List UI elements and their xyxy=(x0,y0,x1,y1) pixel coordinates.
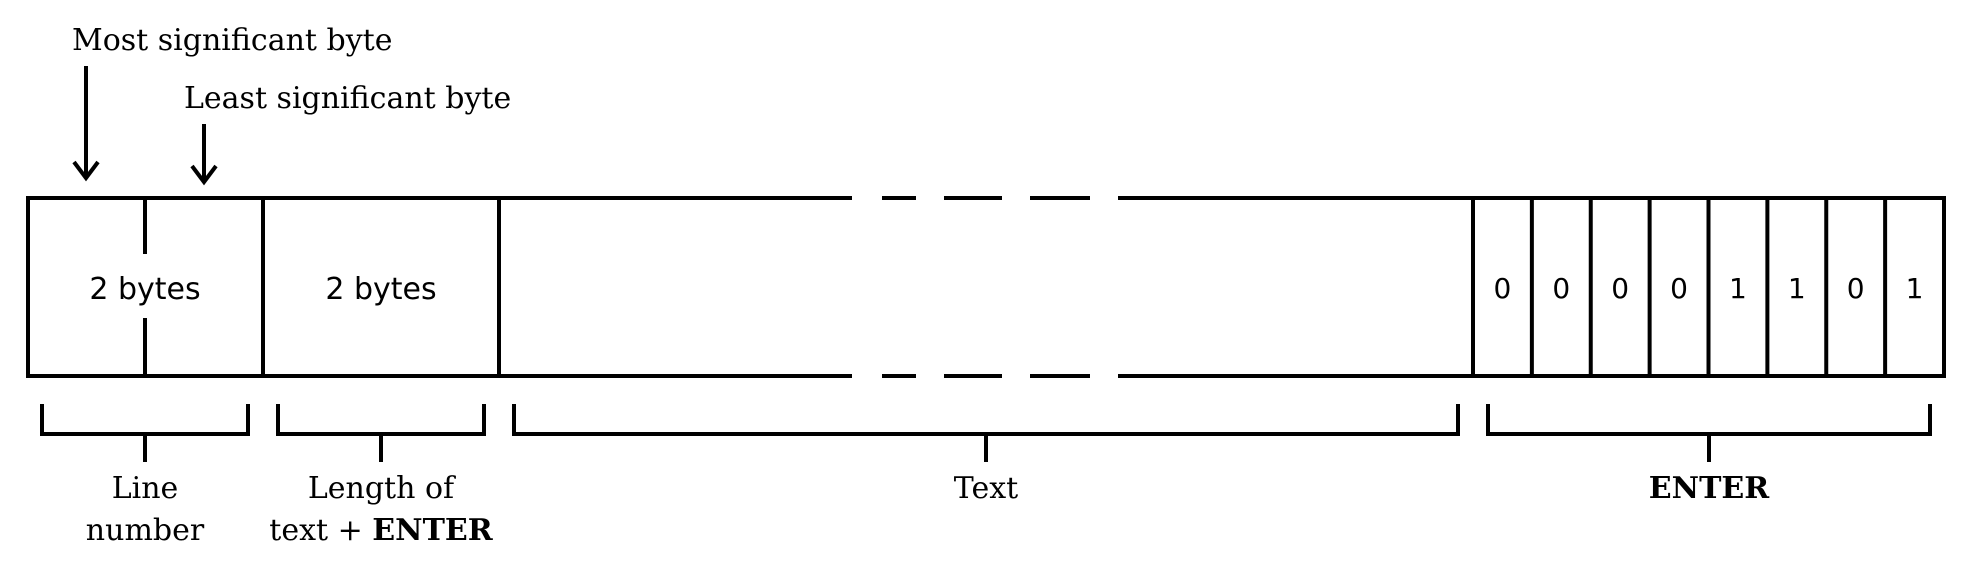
enter-label: ENTER xyxy=(1649,471,1770,506)
bracket-enter xyxy=(1486,404,1932,462)
msb-label: Most significant byte xyxy=(72,23,392,58)
line-number-label-line1: Line xyxy=(112,471,179,506)
lsb-arrow xyxy=(190,124,218,186)
line-number-bytes-label: 2 bytes xyxy=(89,272,200,307)
enter-bit-6: 0 xyxy=(1847,272,1865,305)
bracket-text xyxy=(512,404,1460,462)
line-number-label-line2: number xyxy=(86,513,205,548)
enter-bit-1: 0 xyxy=(1552,272,1570,305)
length-label-prefix: text + xyxy=(269,513,372,548)
length-label-line1: Length of xyxy=(308,471,456,506)
msb-arrow xyxy=(72,66,100,182)
lsb-label: Least significant byte xyxy=(184,81,511,116)
enter-bit-0: 0 xyxy=(1494,272,1512,305)
enter-bit-cells: 0 0 0 0 1 1 0 1 xyxy=(1494,198,1924,376)
length-label-enter: ENTER xyxy=(372,513,493,548)
enter-bit-4: 1 xyxy=(1729,272,1747,305)
enter-bit-2: 0 xyxy=(1611,272,1629,305)
length-bytes-label: 2 bytes xyxy=(325,272,436,307)
enter-bit-7: 1 xyxy=(1906,272,1924,305)
record-strip xyxy=(26,196,1946,378)
enter-bit-3: 0 xyxy=(1670,272,1688,305)
text-label: Text xyxy=(954,471,1018,506)
length-label-line2: text + ENTER xyxy=(269,513,493,548)
bracket-line-number xyxy=(40,404,250,462)
bracket-length xyxy=(276,404,486,462)
enter-bit-5: 1 xyxy=(1788,272,1806,305)
